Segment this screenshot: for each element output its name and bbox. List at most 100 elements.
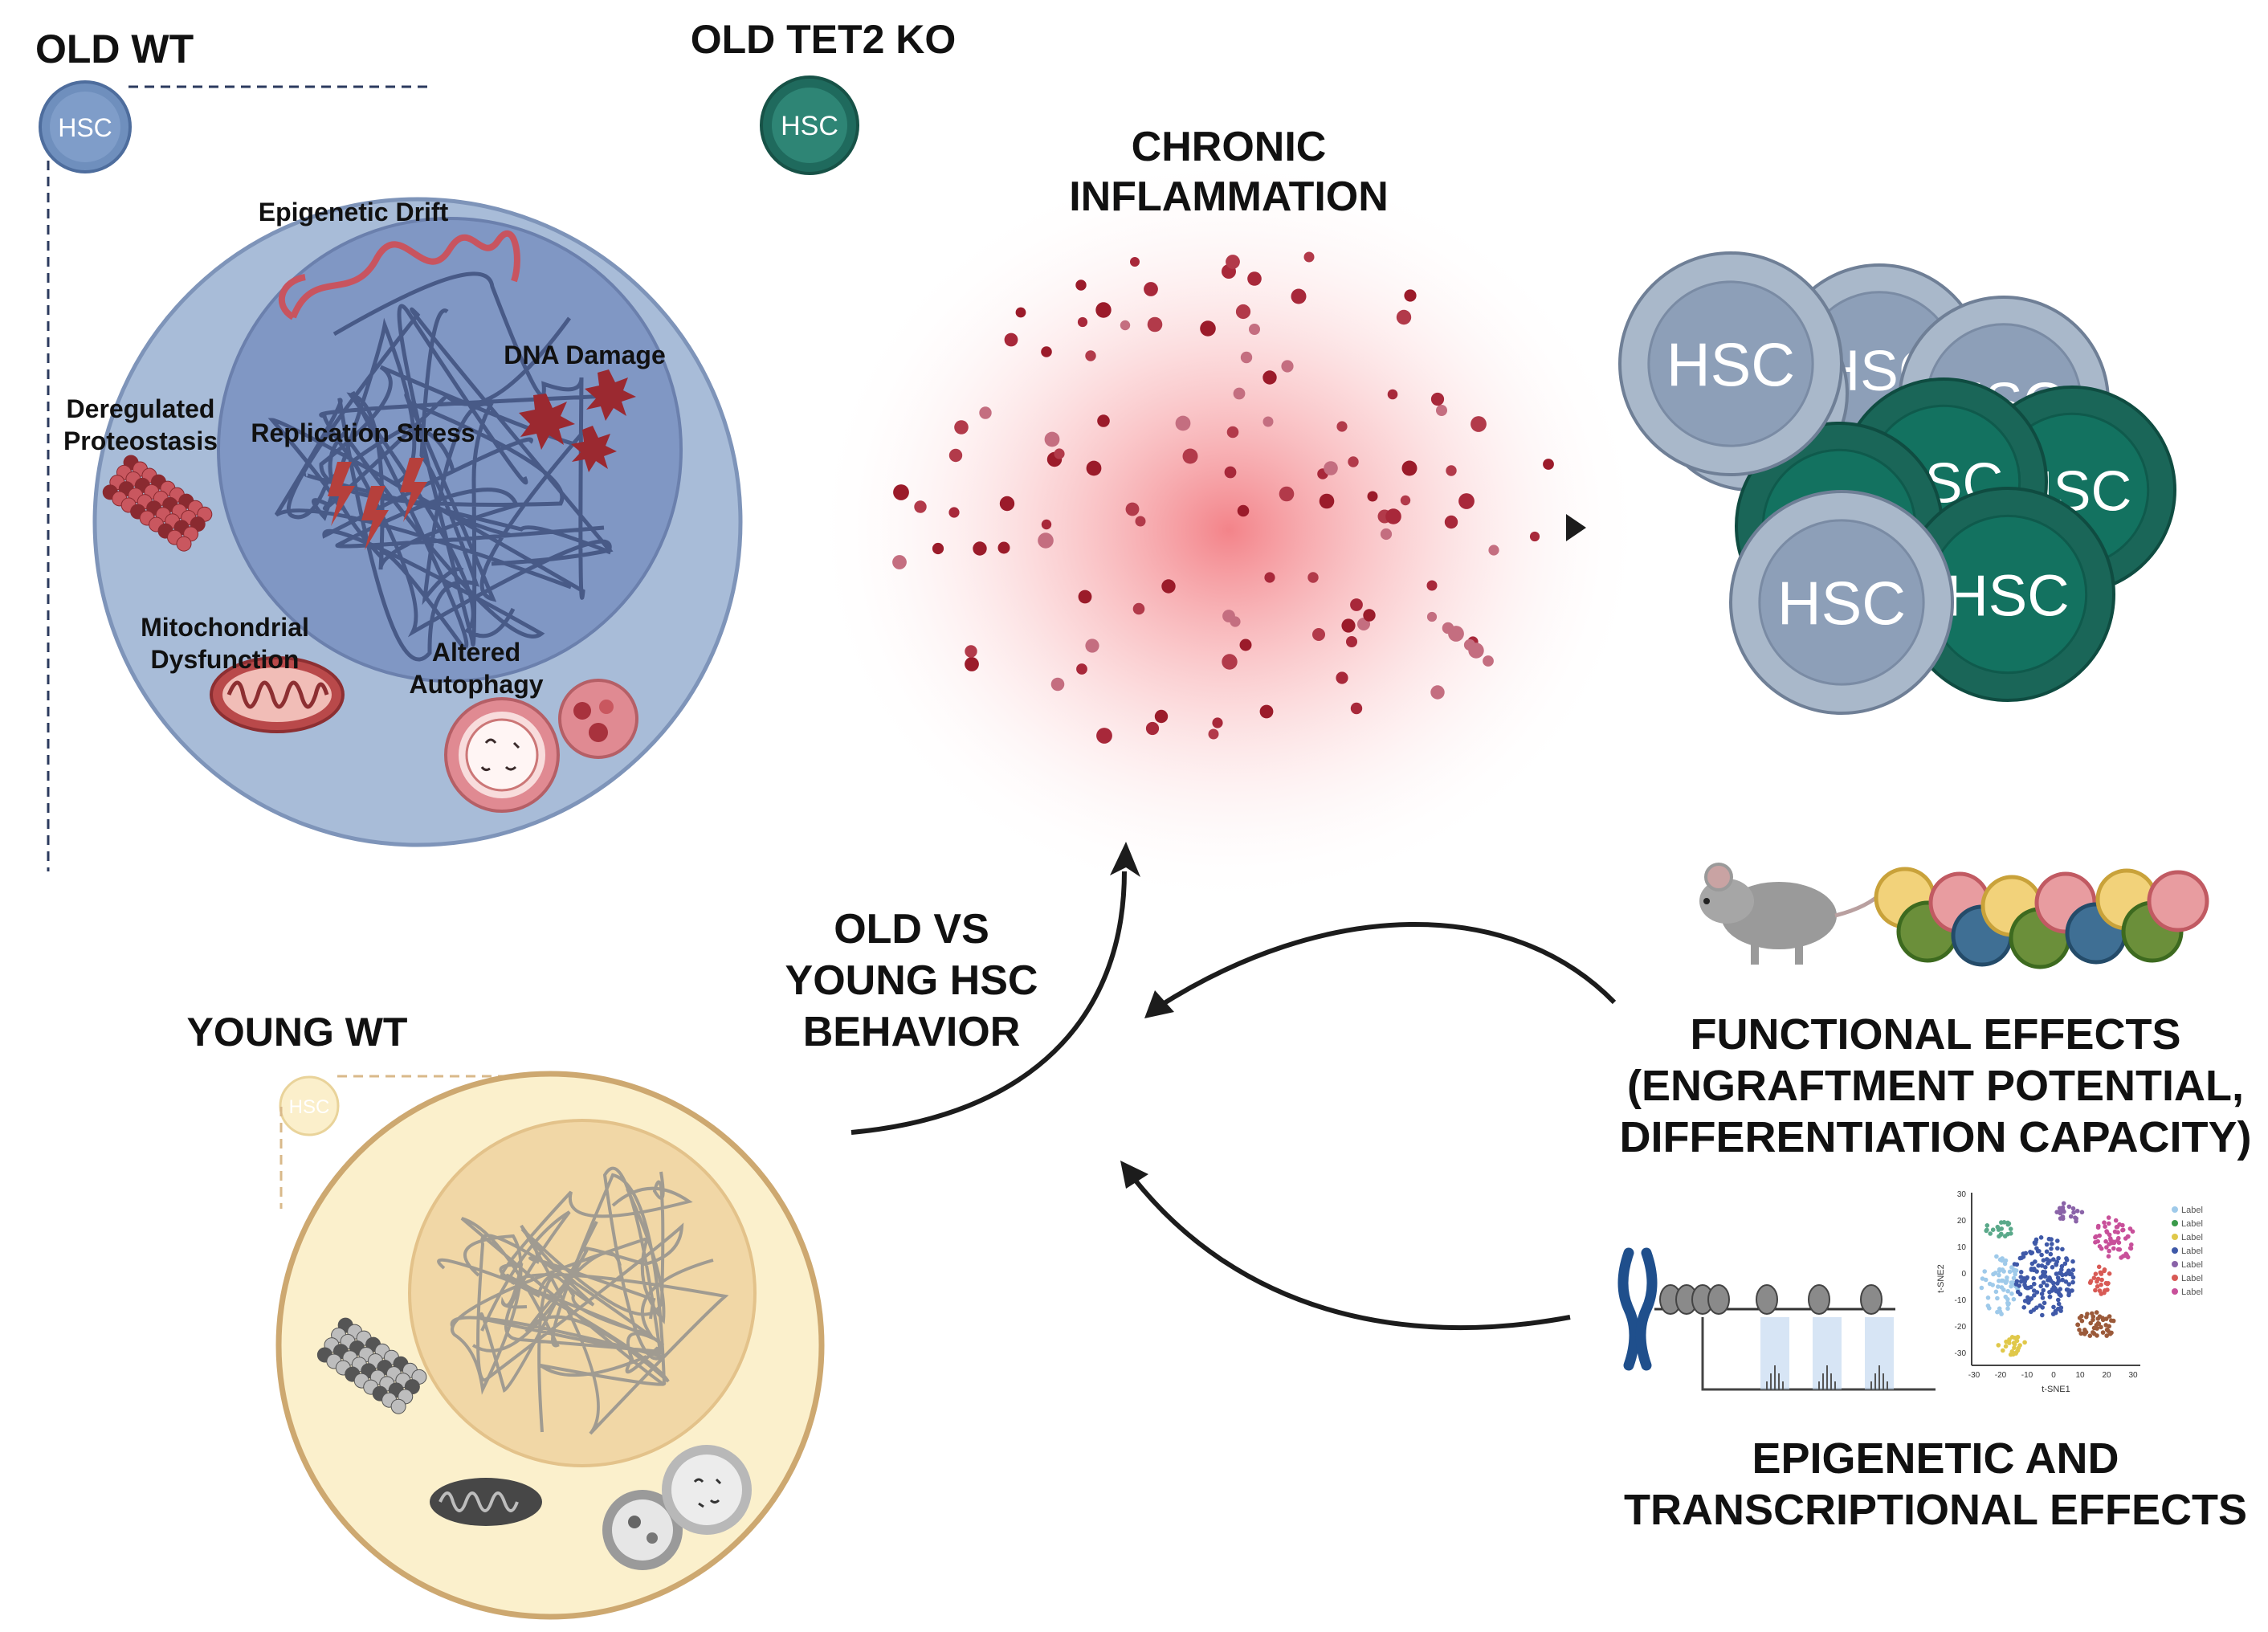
tsne-point	[2011, 1275, 2017, 1281]
tsne-point	[2099, 1282, 2103, 1287]
tsne-point	[2091, 1325, 2097, 1331]
mouse-icon	[1699, 863, 1885, 965]
cytokine-dot	[1226, 255, 1240, 269]
epigenetic-and-label: EPIGENETIC AND	[1752, 1434, 2119, 1483]
tsne-point	[2005, 1302, 2011, 1308]
tsne-point	[2107, 1332, 2113, 1336]
tsne-point	[2050, 1265, 2055, 1270]
label-replication-stress: Replication Stress	[251, 418, 475, 447]
tsne-point	[2055, 1246, 2060, 1251]
tsne-point	[2099, 1324, 2103, 1330]
tsne-point	[2104, 1230, 2110, 1235]
tsne-point	[2015, 1334, 2021, 1340]
tsne-point	[1999, 1278, 2005, 1283]
cytokine-dot	[1247, 271, 1262, 286]
tsne-point	[2079, 1313, 2084, 1319]
tsne-point	[2022, 1340, 2027, 1345]
label-proteostasis: Proteostasis	[63, 426, 218, 455]
tsne-point	[2005, 1220, 2010, 1226]
young-zoom-guide	[279, 1075, 566, 1209]
zoom-guide	[47, 85, 430, 871]
nucleosome	[1808, 1284, 1830, 1315]
tsne-ytick: 30	[1957, 1190, 1967, 1199]
cytokine-dot	[965, 657, 979, 671]
tsne-point	[2107, 1221, 2111, 1226]
tsne-point	[2061, 1201, 2066, 1206]
tsne-point	[2097, 1244, 2103, 1249]
epigenetic-drift-icon	[278, 230, 520, 320]
label-dna-damage: DNA Damage	[504, 341, 666, 369]
tsne-point	[2054, 1259, 2059, 1264]
behavior-arrowhead	[1110, 842, 1140, 877]
tsne-point	[2095, 1333, 2099, 1338]
tsne-point	[2129, 1242, 2134, 1247]
young-autophagosome-icon	[602, 1445, 752, 1570]
cytokine-dot	[1085, 350, 1096, 361]
tsne-point	[2043, 1265, 2048, 1270]
tsne-point	[1998, 1232, 2004, 1237]
cytokine-dot	[1233, 387, 1246, 400]
tsne-point	[1991, 1271, 1996, 1277]
tsne-point	[2097, 1233, 2102, 1238]
blood-cells-icon	[1874, 867, 2209, 969]
tsne-point	[2031, 1267, 2037, 1273]
tsne-point	[2050, 1287, 2055, 1292]
tsne-point	[2021, 1305, 2026, 1310]
tsne-point	[2014, 1338, 2020, 1344]
tsne-point	[2059, 1267, 2064, 1272]
tsne-point	[2067, 1270, 2072, 1275]
tsne-point	[2095, 1225, 2101, 1230]
tsne-ytick: -30	[1955, 1349, 1967, 1358]
cytokine-dot	[1385, 508, 1401, 524]
tsne-point	[2002, 1261, 2008, 1267]
tsne-point	[2001, 1287, 2006, 1292]
tsne-point	[1999, 1226, 2004, 1231]
tsne-point	[2112, 1229, 2118, 1234]
cytokine-dot	[1237, 504, 1250, 517]
tsne-point	[1996, 1284, 2001, 1289]
tsne-point	[2043, 1274, 2048, 1279]
proteasome-icon	[102, 455, 213, 552]
young-wt-title: YOUNG WT	[187, 1010, 408, 1055]
tsne-point	[2071, 1210, 2076, 1215]
cytokine-dot	[1004, 333, 1018, 347]
tsne-point	[2060, 1277, 2065, 1283]
cytokine-dot	[1125, 502, 1140, 516]
tsne-point	[2044, 1249, 2050, 1255]
tsne-point	[2063, 1279, 2069, 1284]
tsne-point	[2070, 1259, 2075, 1264]
cytokine-dot	[1249, 324, 1260, 335]
cytokine-dot	[1044, 431, 1060, 447]
tsne-point	[2029, 1250, 2035, 1255]
cytokine-dot	[1396, 309, 1412, 325]
tsne-point	[2070, 1279, 2075, 1285]
tsne-point	[2014, 1262, 2020, 1267]
chromosome-icon	[1617, 1247, 1658, 1371]
cytokine-dot	[893, 484, 909, 500]
tsne-point	[2058, 1308, 2063, 1313]
cytokine-dot	[1401, 460, 1418, 476]
cytokine-dot	[1350, 702, 1363, 715]
tsne-point	[2106, 1215, 2111, 1220]
tsne-point	[2038, 1283, 2043, 1289]
blood-cell	[2147, 870, 2209, 932]
tsne-point	[2128, 1246, 2134, 1251]
tsne-point	[2033, 1305, 2039, 1310]
tsne-point	[2070, 1206, 2076, 1211]
tsne-legend-dot	[2172, 1220, 2178, 1226]
cytokine-dot	[1240, 351, 1253, 364]
nucleosome	[1707, 1284, 1730, 1315]
cytokine-dot	[1350, 598, 1363, 611]
tsne-legend-label: Label	[2181, 1219, 2203, 1229]
cytokine-dot	[1078, 590, 1092, 604]
tsne-point	[2096, 1264, 2102, 1270]
cytokine-dot	[1095, 302, 1112, 318]
tsne-point	[2004, 1339, 2009, 1344]
cytokine-dot	[1303, 251, 1315, 263]
cytokine-dot	[997, 541, 1010, 554]
cytokine-dot	[1120, 320, 1131, 331]
tsne-point	[2091, 1317, 2095, 1323]
old-vs-label: OLD VS	[834, 906, 989, 953]
cytokine-dot	[1145, 721, 1160, 736]
tsne-point	[2111, 1239, 2116, 1244]
